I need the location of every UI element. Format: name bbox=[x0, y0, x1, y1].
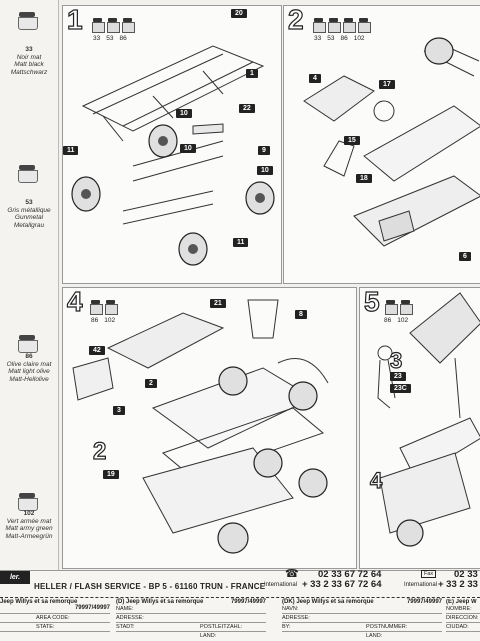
paint-pot-icon bbox=[399, 300, 413, 315]
step-paints bbox=[89, 300, 118, 315]
step-number: 1 bbox=[66, 5, 83, 36]
service-address: HELLER / FLASH SERVICE - BP 5 - 61160 TR… bbox=[34, 582, 266, 591]
step-number: 4 bbox=[66, 287, 83, 318]
cut-line bbox=[0, 597, 480, 598]
step-paints bbox=[91, 18, 135, 33]
step-paints bbox=[312, 18, 371, 33]
sub-step-number: 4 bbox=[369, 467, 383, 493]
sub-step-number: 2 bbox=[92, 437, 107, 465]
phone-icon: ☎ bbox=[285, 568, 299, 580]
step-paints bbox=[384, 300, 413, 315]
phone-intl: + 33 2 33 67 72 64 bbox=[302, 579, 382, 590]
body-exploded-drawing bbox=[303, 37, 480, 247]
fax-icon: Fax bbox=[421, 570, 437, 578]
paint-pot-icon bbox=[384, 300, 398, 315]
footer bbox=[0, 570, 480, 641]
step-number: 5 bbox=[363, 287, 380, 318]
paint-pot-icon bbox=[312, 18, 326, 33]
fax-local: 02 33 bbox=[454, 569, 478, 580]
step-number: 2 bbox=[287, 5, 304, 36]
paint-pot-icon bbox=[121, 18, 135, 33]
paint-pot-icon bbox=[16, 165, 38, 183]
paint-pot-icon bbox=[91, 18, 105, 33]
order-form: Jeep Willys et sa remorque 79997/49997 A… bbox=[0, 599, 110, 632]
paint-pot-icon bbox=[342, 18, 356, 33]
paint-pot-icon bbox=[89, 300, 103, 315]
order-form: (E) Jeep W NOMBRE: DIRECCION: CIUDAD: bbox=[446, 599, 480, 632]
paint-pot-icon bbox=[16, 493, 38, 511]
paint-pot-icon bbox=[16, 12, 38, 30]
paint-pot-icon bbox=[357, 18, 371, 33]
order-form: (DK) Jeep Willys et sa remorque 79997/49… bbox=[282, 599, 442, 639]
intl-label: International bbox=[404, 582, 438, 588]
brand-logo: ler. bbox=[0, 571, 30, 584]
chassis-exploded-drawing bbox=[71, 45, 275, 266]
paint-pot-icon bbox=[106, 18, 120, 33]
paint-pot-icon bbox=[16, 335, 38, 353]
paint-pot-icon bbox=[327, 18, 341, 33]
fax-intl: + 33 2 33 bbox=[438, 579, 478, 590]
jeep-assembly-drawing bbox=[72, 299, 329, 554]
sub-step-number: 3 bbox=[389, 347, 403, 373]
intl-label: International bbox=[264, 582, 298, 588]
jeep-final-drawing bbox=[377, 292, 480, 547]
phone-local: 02 33 67 72 64 bbox=[318, 569, 382, 580]
paint-pot-icon bbox=[104, 300, 118, 315]
order-form: (D) Jeep Willys et sa remorque 79997/499… bbox=[116, 599, 266, 639]
